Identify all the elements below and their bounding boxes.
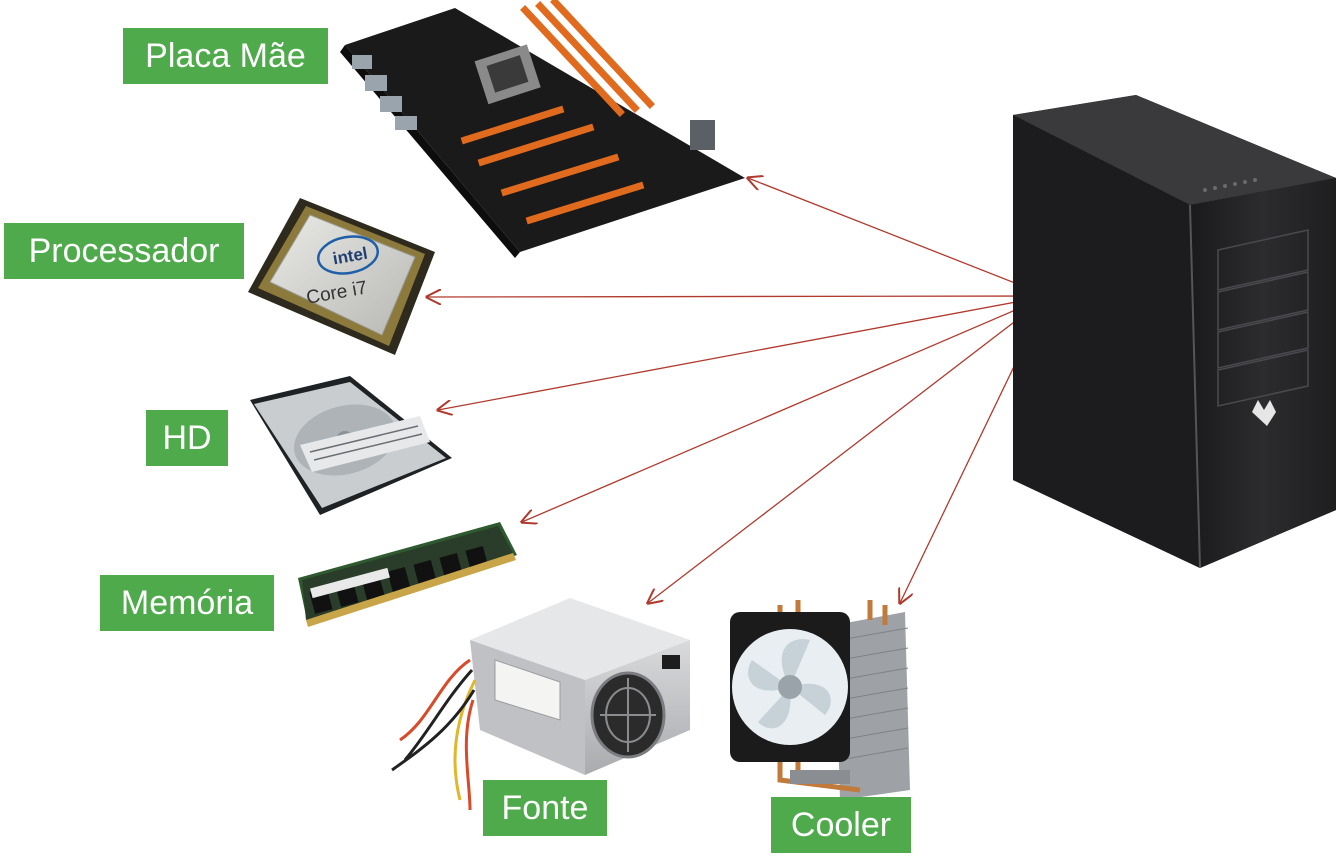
motherboard-illustration <box>340 0 745 258</box>
ram-illustration <box>298 522 517 627</box>
arrow-to-cpu <box>427 296 1049 297</box>
arrow-to-ram <box>522 295 1049 522</box>
cpu-illustration: intel Core i7 <box>248 198 435 355</box>
arrow-to-hd <box>438 295 1049 410</box>
label-cpu: Processador <box>4 223 244 279</box>
intel-logo-icon <box>317 235 379 275</box>
front-io-dots <box>1203 178 1257 192</box>
cooler-illustration <box>730 600 910 800</box>
drive-bays <box>1217 229 1309 407</box>
arrow-to-motherboard <box>748 178 1049 297</box>
arrow-to-psu <box>648 295 1049 603</box>
label-ram: Memória <box>100 575 274 631</box>
hd-illustration <box>250 376 452 515</box>
psu-illustration <box>391 598 690 811</box>
computer-case <box>1013 95 1336 569</box>
label-hd: HD <box>146 410 228 466</box>
label-motherboard: Placa Mãe <box>123 28 328 84</box>
label-psu: Fonte <box>483 780 607 836</box>
label-cooler: Cooler <box>771 797 911 853</box>
case-logo-icon <box>1252 400 1276 426</box>
